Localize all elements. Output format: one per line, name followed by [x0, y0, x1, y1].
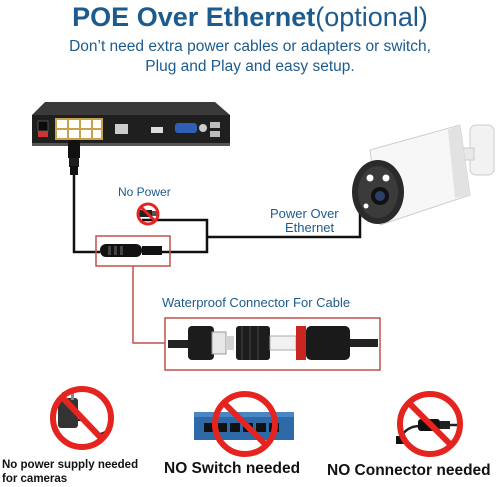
title-main: POE Over Ethernet	[72, 2, 316, 32]
caption-power-supply-line1: No power supply needed	[2, 459, 139, 471]
page-title: POE Over Ethernet(optional)	[0, 2, 500, 32]
callout-line	[132, 266, 165, 344]
prohibited-sign-icon	[397, 391, 463, 457]
caption-connector: NO Connector needed	[327, 462, 491, 479]
poe-label-line2: Ethernet	[285, 220, 335, 235]
waterproof-frame	[164, 317, 381, 371]
rj45-plug-icon	[68, 140, 80, 175]
waterproof-connector-icon	[168, 326, 378, 360]
poe-label-line1: Power Over	[270, 206, 339, 221]
bullet-camera-icon	[352, 124, 495, 226]
caption-switch: NO Switch needed	[164, 460, 301, 477]
ethernet-cable-to-camera	[207, 205, 362, 239]
subtitle-line2: Plug and Play and easy setup.	[145, 58, 355, 75]
waterproof-label: Waterproof Connector For Cable	[162, 295, 351, 310]
caption-power-supply-line2: for cameras	[2, 473, 68, 485]
subtitle-line1: Don’t need extra power cables or adapter…	[69, 38, 431, 55]
prohibited-sign-icon	[212, 391, 278, 457]
title-optional: (optional)	[315, 2, 428, 32]
ethernet-cable-left	[72, 175, 100, 254]
no-power-plug-icon	[136, 202, 160, 226]
no-power-label: No Power	[118, 185, 171, 199]
nvr-recorder-icon	[32, 102, 230, 146]
dc-connector-icon	[100, 244, 162, 257]
prohibited-sign-icon	[50, 386, 114, 450]
